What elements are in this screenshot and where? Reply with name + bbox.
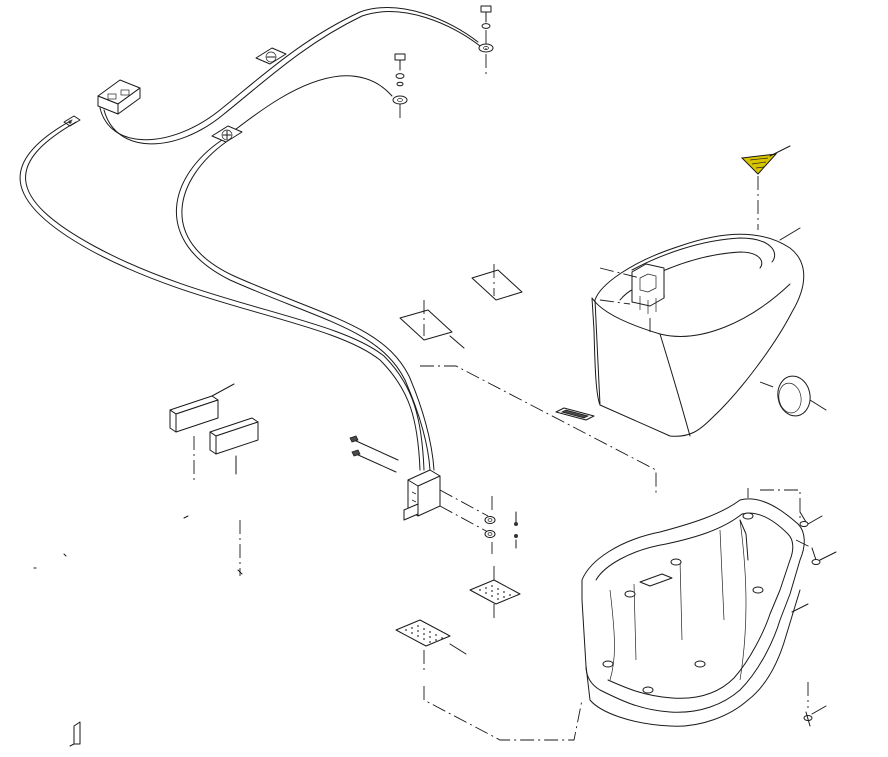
battery-box bbox=[581, 488, 809, 727]
positive-tag bbox=[211, 125, 243, 143]
cap-plug bbox=[759, 375, 827, 417]
wire-harness bbox=[19, 7, 481, 471]
box-screws bbox=[795, 511, 837, 727]
bracket-piece bbox=[69, 721, 81, 747]
battery-cover bbox=[591, 227, 805, 437]
mounting-screw-pair bbox=[349, 435, 489, 533]
stray-marks bbox=[33, 515, 189, 569]
negative-tag bbox=[255, 47, 287, 65]
label-pad-middle bbox=[399, 300, 465, 349]
foam-pad-right bbox=[209, 417, 259, 475]
adhesive-pad-upper bbox=[469, 566, 521, 618]
foam-pad-left bbox=[169, 383, 235, 480]
data-plate bbox=[555, 407, 595, 421]
assembly-dash-lines bbox=[237, 365, 657, 741]
ring-terminal-lower bbox=[392, 95, 408, 105]
connector-plug bbox=[97, 79, 141, 115]
hex-nut-pair bbox=[484, 496, 518, 554]
adhesive-pad-lower bbox=[395, 619, 467, 655]
label-pad-upper bbox=[471, 264, 523, 301]
terminal-screw-lower bbox=[394, 53, 406, 118]
terminal-screw-upper bbox=[480, 5, 492, 74]
warning-label bbox=[740, 145, 791, 230]
anderson-connector bbox=[403, 469, 441, 521]
